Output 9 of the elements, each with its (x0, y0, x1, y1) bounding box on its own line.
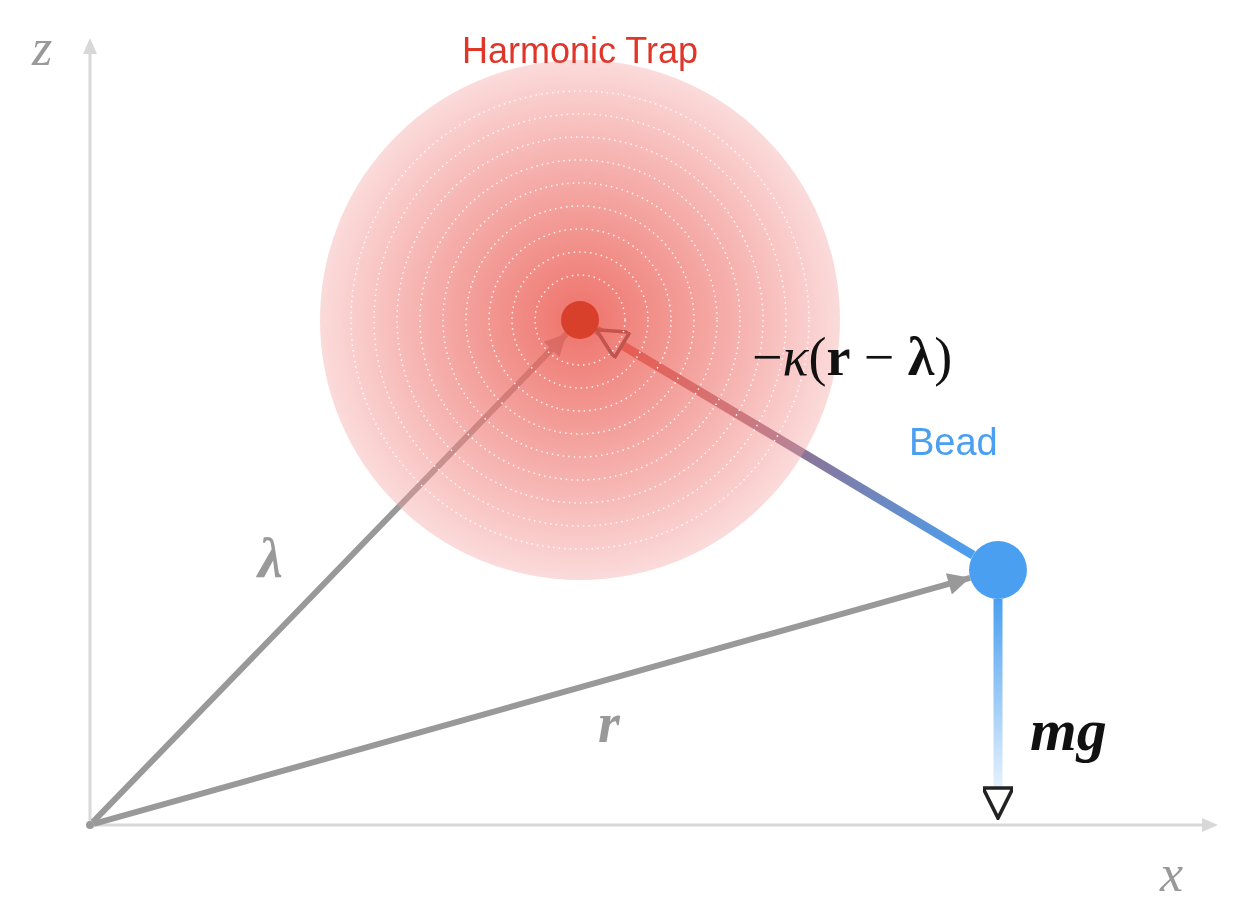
arrow (594, 325, 976, 559)
axis-label: x (1160, 848, 1184, 900)
arrow (981, 599, 1015, 820)
node-label: Bead (909, 421, 998, 464)
edge-label: r (598, 695, 620, 751)
arrow (93, 573, 971, 827)
edge-label: λ (258, 530, 283, 586)
node-label: Harmonic Trap (460, 30, 700, 72)
axis-label: z (32, 22, 53, 74)
